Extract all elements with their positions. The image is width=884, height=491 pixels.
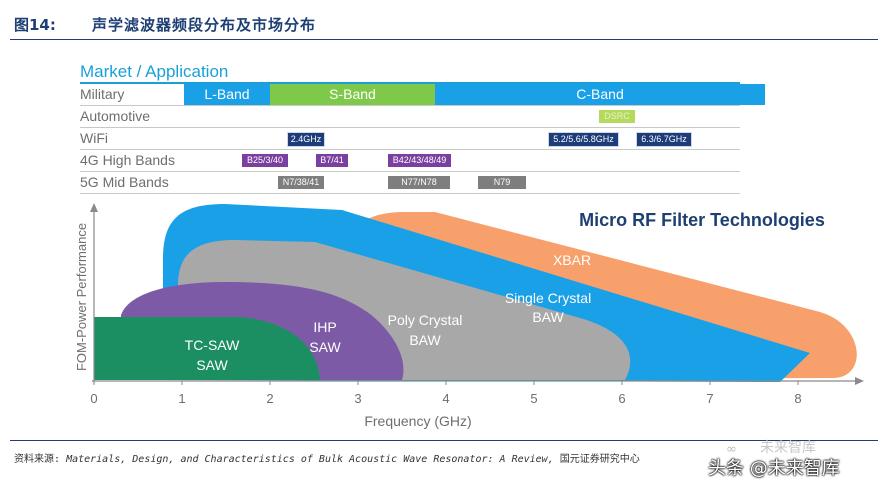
chart-title: Micro RF Filter Technologies bbox=[579, 210, 825, 230]
tag-wifi-6: 6.3/6.7GHz bbox=[636, 132, 692, 147]
x-tick-label: 7 bbox=[706, 391, 713, 406]
watermark-icon: ∞ bbox=[726, 442, 737, 457]
tag-wifi-5: 5.2/5.6/5.8GHz bbox=[548, 132, 619, 147]
series-label-xbar: XBAR bbox=[553, 252, 591, 268]
source-citation: Materials, Design, and Characteristics o… bbox=[66, 454, 554, 465]
tc-saw-area bbox=[94, 317, 320, 380]
band-s: S-Band bbox=[270, 84, 435, 105]
market-row-automotive: Automotive DSRC bbox=[80, 106, 740, 128]
row-label-automotive: Automotive bbox=[80, 108, 151, 124]
x-axis-label: Frequency (GHz) bbox=[364, 413, 471, 429]
row-label-wifi: WiFi bbox=[80, 130, 108, 146]
series-label-scbaw-1: Single Crystal bbox=[505, 290, 591, 306]
figure-number: 图14: bbox=[14, 16, 56, 34]
tag-n77: N77/N78 bbox=[388, 176, 450, 189]
x-tick-label: 0 bbox=[90, 391, 97, 406]
series-label-scbaw-2: BAW bbox=[532, 309, 564, 325]
market-title-rule bbox=[80, 82, 740, 84]
x-tick-label: 5 bbox=[530, 391, 537, 406]
x-tick-label: 3 bbox=[354, 391, 361, 406]
tag-b25: B25/3/40 bbox=[242, 154, 288, 167]
band-c: C-Band bbox=[435, 84, 765, 105]
row-divider bbox=[80, 171, 740, 172]
tag-b42: B42/43/48/49 bbox=[388, 154, 451, 167]
band-l: L-Band bbox=[184, 84, 270, 105]
tag-wifi-2-4: 2.4GHz bbox=[287, 132, 325, 147]
tag-dsrc: DSRC bbox=[599, 110, 635, 123]
x-tick-label: 1 bbox=[178, 391, 185, 406]
corner-watermark: 头条 @未来智库 bbox=[708, 458, 840, 479]
series-label-pcbaw-1: Poly Crystal bbox=[388, 312, 463, 328]
row-label-4g: 4G High Bands bbox=[80, 152, 175, 168]
watermark-text: 未来智库 bbox=[760, 440, 816, 456]
series-label-tcsaw-1: TC-SAW bbox=[185, 337, 240, 353]
y-axis-arrow bbox=[90, 203, 98, 212]
market-row-wifi: WiFi 2.4GHz 5.2/5.6/5.8GHz 6.3/6.7GHz bbox=[80, 128, 740, 150]
row-divider bbox=[80, 193, 740, 194]
header-divider bbox=[10, 39, 878, 40]
x-tick-label: 4 bbox=[442, 391, 449, 406]
tag-b7: B7/41 bbox=[316, 154, 348, 167]
x-axis-arrow bbox=[855, 377, 864, 385]
y-axis-label: FOM-Power Performance bbox=[74, 223, 89, 371]
market-title: Market / Application bbox=[80, 62, 229, 81]
row-label-5g: 5G Mid Bands bbox=[80, 174, 169, 190]
series-label-ihp-1: IHP bbox=[313, 319, 336, 335]
tag-n7: N7/38/41 bbox=[278, 176, 324, 189]
figure-title: 声学滤波器频段分布及市场分布 bbox=[92, 16, 317, 34]
row-divider bbox=[80, 105, 740, 106]
tag-n79: N79 bbox=[478, 176, 526, 189]
x-tick-label: 2 bbox=[266, 391, 273, 406]
source-org: 国元证券研究中心 bbox=[559, 454, 640, 465]
x-tick-label: 8 bbox=[794, 391, 801, 406]
series-label-pcbaw-2: BAW bbox=[409, 332, 441, 348]
source-prefix: 资料来源: bbox=[14, 454, 61, 465]
x-tick-label: 6 bbox=[618, 391, 625, 406]
market-row-military: Military L-Band S-Band C-Band bbox=[80, 84, 765, 106]
source-note: 资料来源: Materials, Design, and Characteris… bbox=[14, 450, 640, 465]
market-row-5g: 5G Mid Bands N7/38/41 N77/N78 N79 bbox=[80, 172, 740, 194]
series-label-ihp-2: SAW bbox=[309, 339, 341, 355]
x-tick-labels: 0 1 2 3 4 5 6 7 8 bbox=[90, 381, 802, 406]
figure-header: 图14: 声学滤波器频段分布及市场分布 bbox=[0, 0, 884, 40]
series-label-tcsaw-2: SAW bbox=[196, 357, 228, 373]
row-label-military: Military bbox=[80, 86, 125, 102]
market-row-4g: 4G High Bands B25/3/40 B7/41 B42/43/48/4… bbox=[80, 150, 740, 172]
row-divider bbox=[80, 127, 740, 128]
footer-divider bbox=[10, 440, 878, 441]
row-divider bbox=[80, 149, 740, 150]
